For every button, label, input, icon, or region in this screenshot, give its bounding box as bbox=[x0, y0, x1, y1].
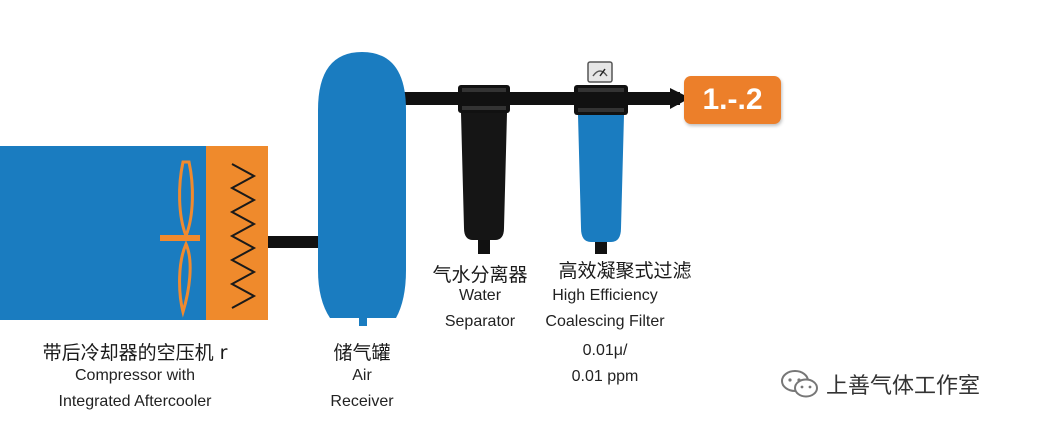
pipe-compressor-receiver bbox=[268, 236, 320, 248]
filter-spec-1: 0.01μ/ bbox=[582, 342, 628, 359]
separator-drain bbox=[478, 240, 490, 254]
compressor-body bbox=[0, 146, 206, 320]
separator-label-en-2: Separator bbox=[444, 313, 516, 330]
receiver-label-en-2: Receiver bbox=[330, 393, 394, 410]
separator-label-en-1: Water bbox=[458, 287, 502, 304]
filter-spec-2: 0.01 ppm bbox=[571, 368, 639, 385]
pipe-outlet-arrow bbox=[670, 88, 690, 109]
watermark: 上善气体工作室 bbox=[780, 364, 980, 404]
receiver-label-cn: 储气罐 bbox=[333, 342, 391, 364]
watermark-text: 上善气体工作室 bbox=[826, 374, 981, 399]
filter-head bbox=[574, 85, 628, 115]
filter-label-en-2: Coalescing Filter bbox=[545, 313, 665, 330]
separator-bowl bbox=[461, 113, 507, 240]
receiver-label-en-1: Air bbox=[352, 367, 372, 384]
compressor-label-en-2: Integrated Aftercooler bbox=[58, 393, 212, 410]
receiver-drain bbox=[359, 318, 367, 326]
air-receiver-tank bbox=[318, 52, 406, 318]
compressor-label-en-1: Compressor with bbox=[74, 367, 196, 384]
pipe-main-line bbox=[400, 92, 680, 105]
wechat-icon bbox=[781, 370, 818, 398]
fan-icon bbox=[160, 160, 200, 318]
outlet-class-badge: 1.-.2 bbox=[684, 76, 781, 124]
aftercooler-coil bbox=[229, 163, 257, 309]
filter-label-cn: 高效凝聚式过滤 bbox=[558, 260, 692, 282]
filter-drain bbox=[595, 242, 607, 254]
filter-label-en-1: High Efficiency bbox=[552, 287, 658, 304]
filter-bowl bbox=[578, 115, 624, 242]
compressor-label-cn: 带后冷却器的空压机 r bbox=[42, 342, 228, 364]
separator-label-cn: 气水分离器 bbox=[432, 264, 528, 286]
pressure-gauge-icon bbox=[587, 61, 613, 83]
